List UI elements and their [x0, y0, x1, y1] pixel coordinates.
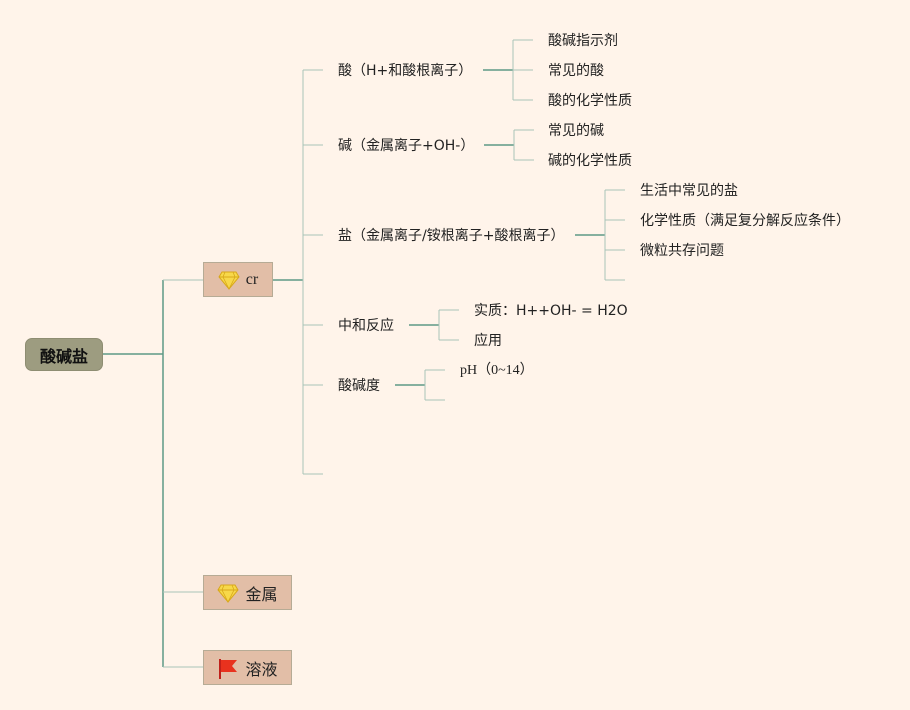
- leaf-acid-indicator[interactable]: 酸碱指示剂: [548, 32, 618, 50]
- leaf-label: 碱的化学性质: [548, 153, 632, 169]
- subtopic-salt[interactable]: 盐（金属离子/铵根离子+酸根离子）: [338, 227, 564, 245]
- diamond-icon: [217, 583, 240, 603]
- leaf-label: 化学性质（满足复分解反应条件）: [640, 213, 850, 229]
- leaf-common-base[interactable]: 常见的碱: [548, 122, 604, 140]
- topic-label: 金属: [245, 584, 278, 604]
- topic-label: 溶液: [245, 659, 278, 679]
- leaf-ion-coexistence[interactable]: 微粒共存问题: [640, 242, 724, 260]
- leaf-salt-properties[interactable]: 化学性质（满足复分解反应条件）: [640, 212, 850, 230]
- leaf-application[interactable]: 应用: [474, 332, 502, 350]
- leaf-common-salt[interactable]: 生活中常见的盐: [640, 182, 738, 200]
- topic-metal[interactable]: 金属: [203, 575, 292, 610]
- subtopic-label: 盐（金属离子/铵根离子+酸根离子）: [338, 228, 565, 244]
- subtopic-label: 碱（金属离子+OH-）: [338, 138, 475, 154]
- leaf-acid-properties[interactable]: 酸的化学性质: [548, 92, 632, 110]
- topic-cr[interactable]: cr: [203, 262, 273, 297]
- leaf-base-properties[interactable]: 碱的化学性质: [548, 152, 632, 170]
- leaf-label: 微粒共存问题: [640, 243, 724, 259]
- subtopic-label: 酸碱度: [338, 378, 380, 394]
- leaf-neutralization-essence[interactable]: 实质：H++OH- = H2O: [474, 302, 628, 320]
- leaf-label: 生活中常见的盐: [640, 183, 738, 199]
- subtopic-label: 中和反应: [338, 318, 394, 334]
- leaf-label: 常见的碱: [548, 123, 604, 139]
- leaf-label: 酸碱指示剂: [548, 33, 618, 49]
- leaf-label: 常见的酸: [548, 63, 604, 79]
- leaf-label: 实质：H++OH- = H2O: [474, 303, 628, 319]
- topic-label: cr: [245, 270, 259, 288]
- subtopic-label: 酸（H+和酸根离子）: [338, 63, 473, 79]
- leaf-label: 应用: [474, 333, 502, 349]
- leaf-label: 酸的化学性质: [548, 93, 632, 109]
- leaf-common-acid[interactable]: 常见的酸: [548, 62, 604, 80]
- subtopic-base[interactable]: 碱（金属离子+OH-）: [338, 137, 474, 155]
- subtopic-acid[interactable]: 酸（H+和酸根离子）: [338, 62, 472, 80]
- diamond-icon: [218, 270, 240, 290]
- subtopic-ph[interactable]: 酸碱度: [338, 377, 380, 395]
- root-label: 酸碱盐: [39, 346, 88, 366]
- leaf-label: pH（0~14）: [460, 363, 534, 378]
- red-flag-icon: [217, 658, 239, 679]
- topic-solution[interactable]: 溶液: [203, 650, 292, 685]
- leaf-ph-range[interactable]: pH（0~14）: [460, 362, 534, 380]
- root-node[interactable]: 酸碱盐: [25, 338, 103, 371]
- subtopic-neutralization[interactable]: 中和反应: [338, 317, 394, 335]
